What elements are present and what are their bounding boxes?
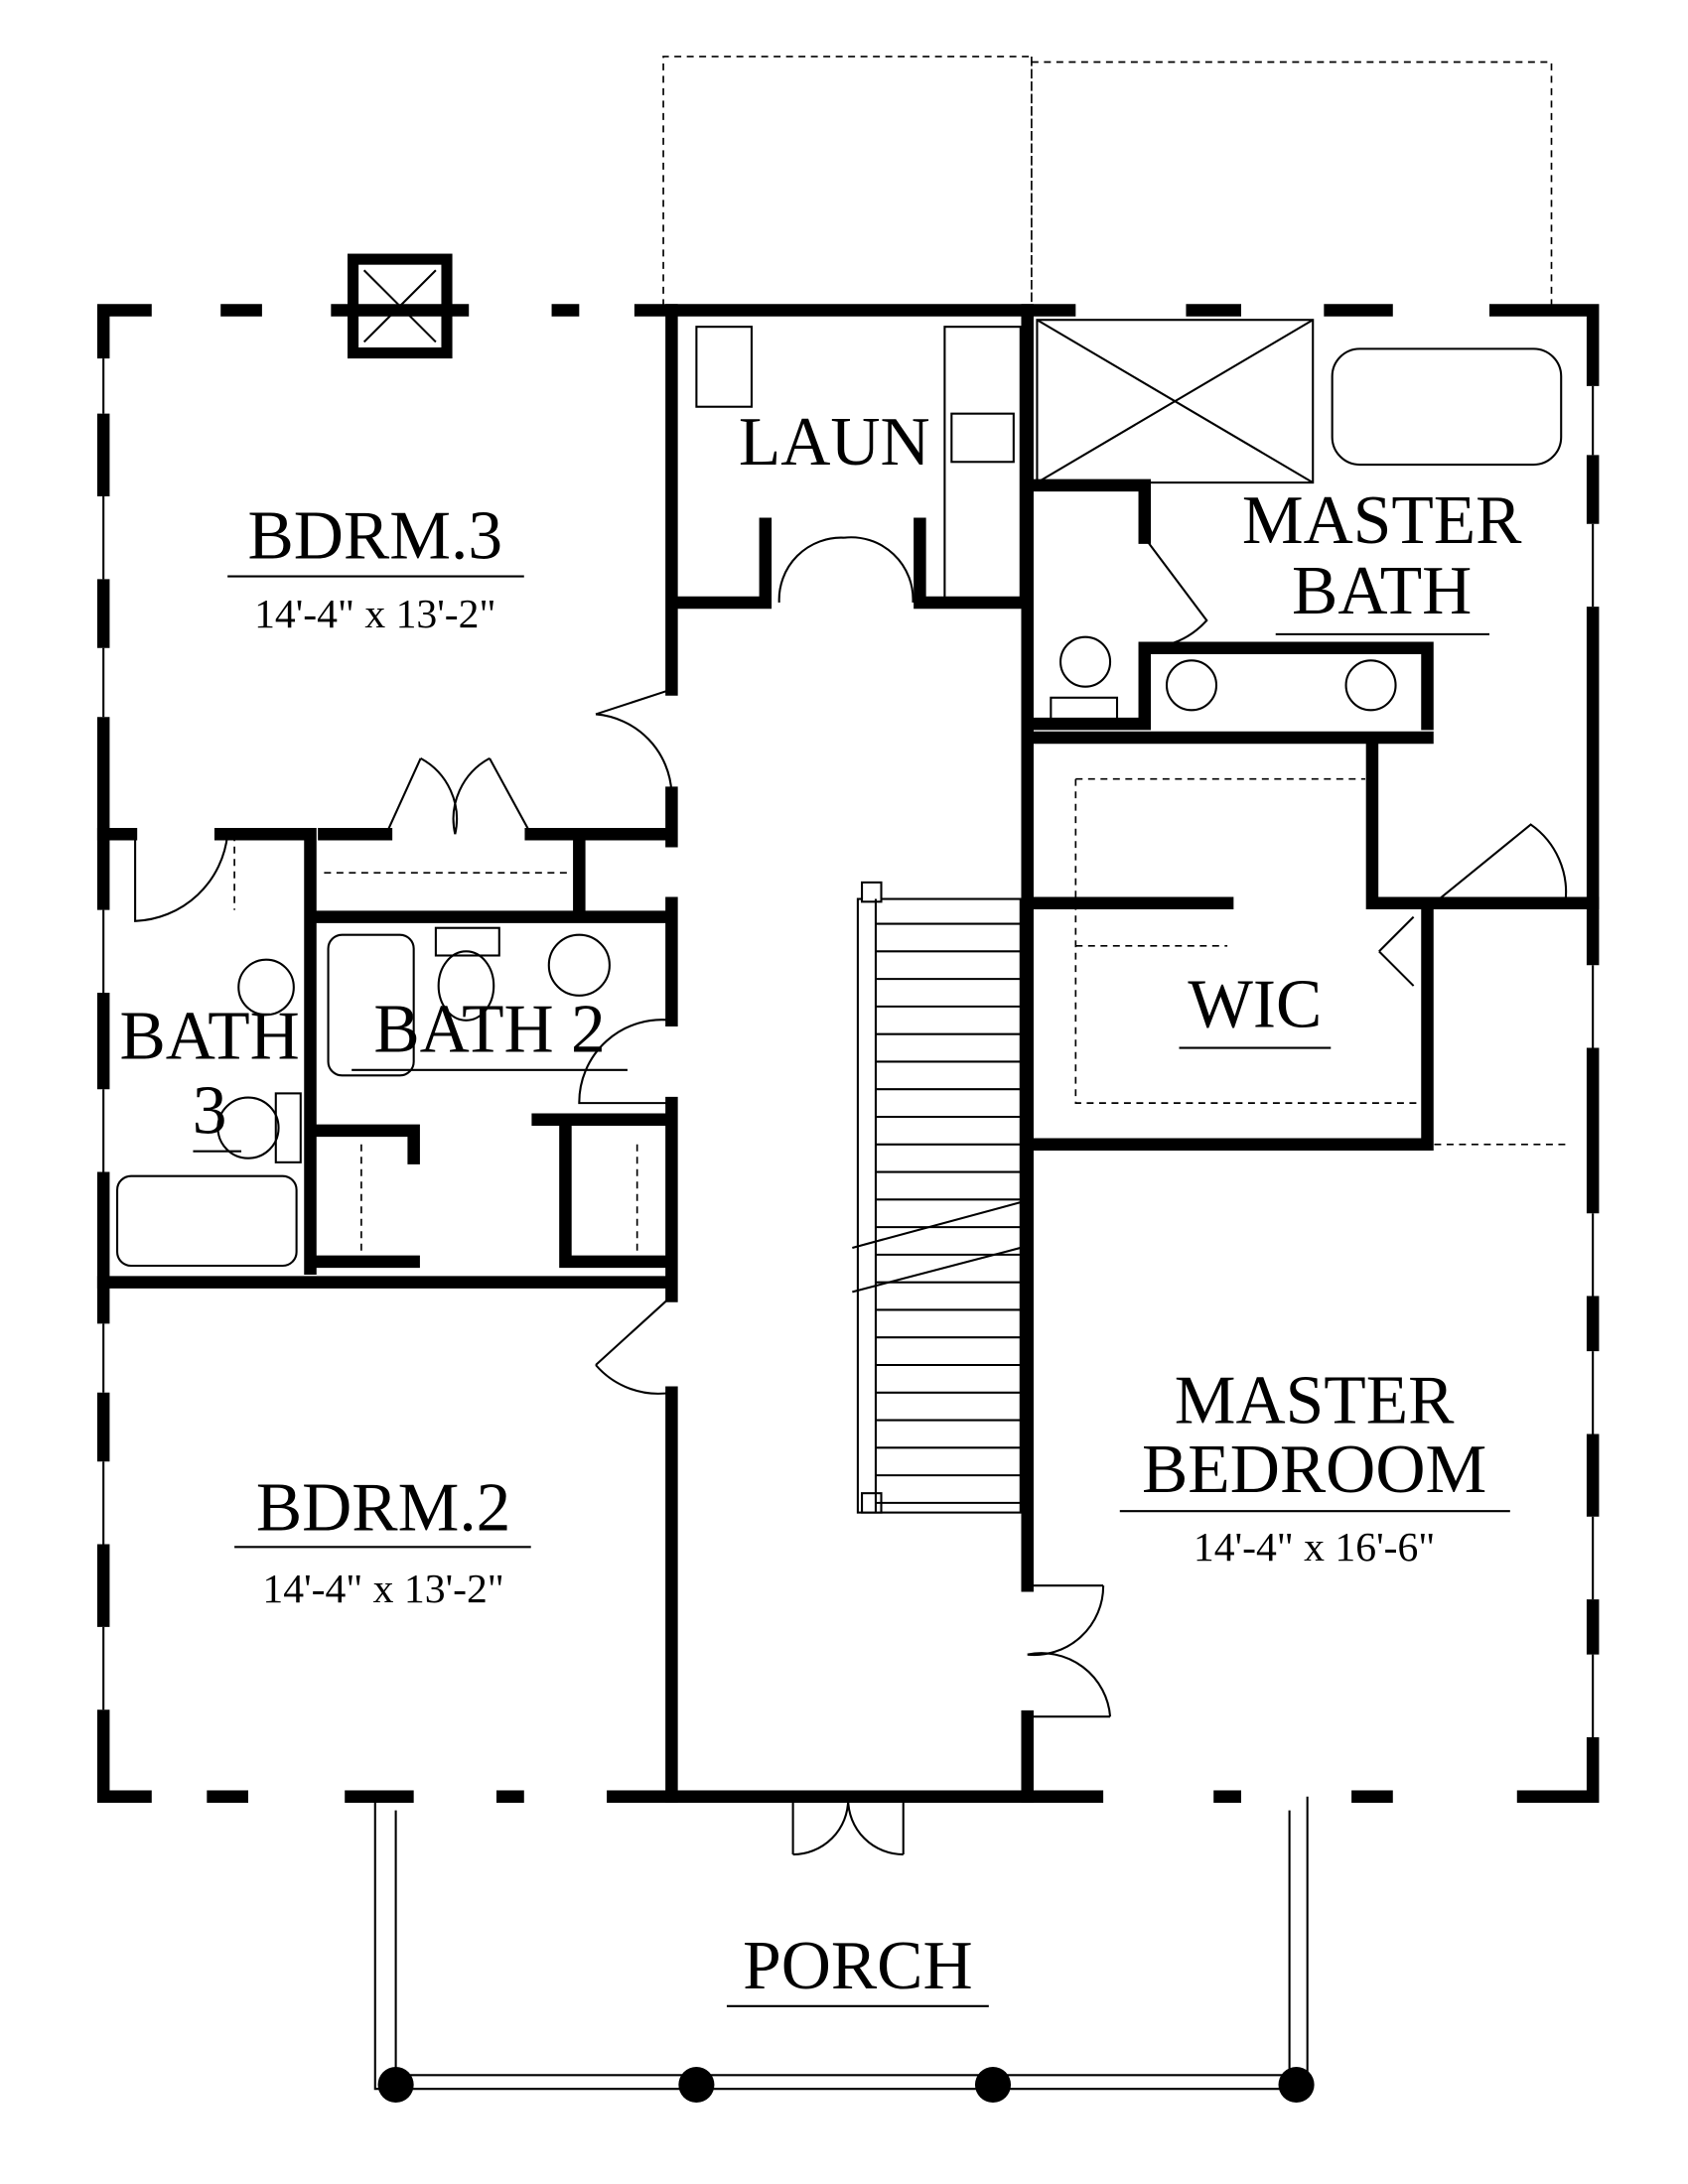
room-name: LAUN — [739, 404, 930, 480]
room-name: BDRM.3 — [247, 498, 502, 575]
room-name-line2: 3 — [193, 1073, 227, 1150]
room-porch: PORCH — [726, 1928, 989, 2007]
room-bdrm3: BDRM.3 14'-4" x 13'-2" — [227, 498, 524, 637]
room-name-line1: MASTER — [1242, 482, 1522, 559]
room-dimensions: 14'-4" x 16'-6" — [1194, 1525, 1435, 1570]
room-name: BDRM.2 — [256, 1470, 511, 1547]
room-name-line2: BATH — [1292, 553, 1472, 629]
roof-outline — [662, 56, 1553, 307]
room-bath2: BATH 2 — [352, 992, 628, 1071]
exterior-walls — [95, 302, 1601, 1805]
room-dimensions: 14'-4" x 13'-2" — [262, 1567, 503, 1612]
room-name-line1: MASTER — [1175, 1362, 1455, 1438]
room-bdrm2: BDRM.2 14'-4" x 13'-2" — [234, 1470, 531, 1612]
room-wic: WIC — [1179, 967, 1332, 1049]
room-name: WIC — [1188, 967, 1322, 1043]
room-master-bath: MASTER BATH — [1227, 482, 1538, 635]
room-master-bedroom: MASTER BEDROOM 14'-4" x 16'-6" — [1119, 1362, 1510, 1570]
room-name-line1: BATH — [119, 999, 299, 1075]
room-laundry: LAUN — [739, 404, 930, 480]
porch — [373, 1796, 1315, 2104]
doors — [134, 536, 1568, 1856]
room-name: PORCH — [743, 1928, 973, 2004]
room-name: BATH 2 — [373, 992, 605, 1068]
room-dimensions: 14'-4" x 13'-2" — [254, 592, 495, 637]
staircase — [852, 881, 1022, 1514]
interior-walls — [96, 304, 1600, 1803]
room-name-line2: BEDROOM — [1142, 1432, 1486, 1508]
fixtures — [116, 319, 1566, 1284]
room-bath3: BATH 3 — [119, 999, 300, 1153]
